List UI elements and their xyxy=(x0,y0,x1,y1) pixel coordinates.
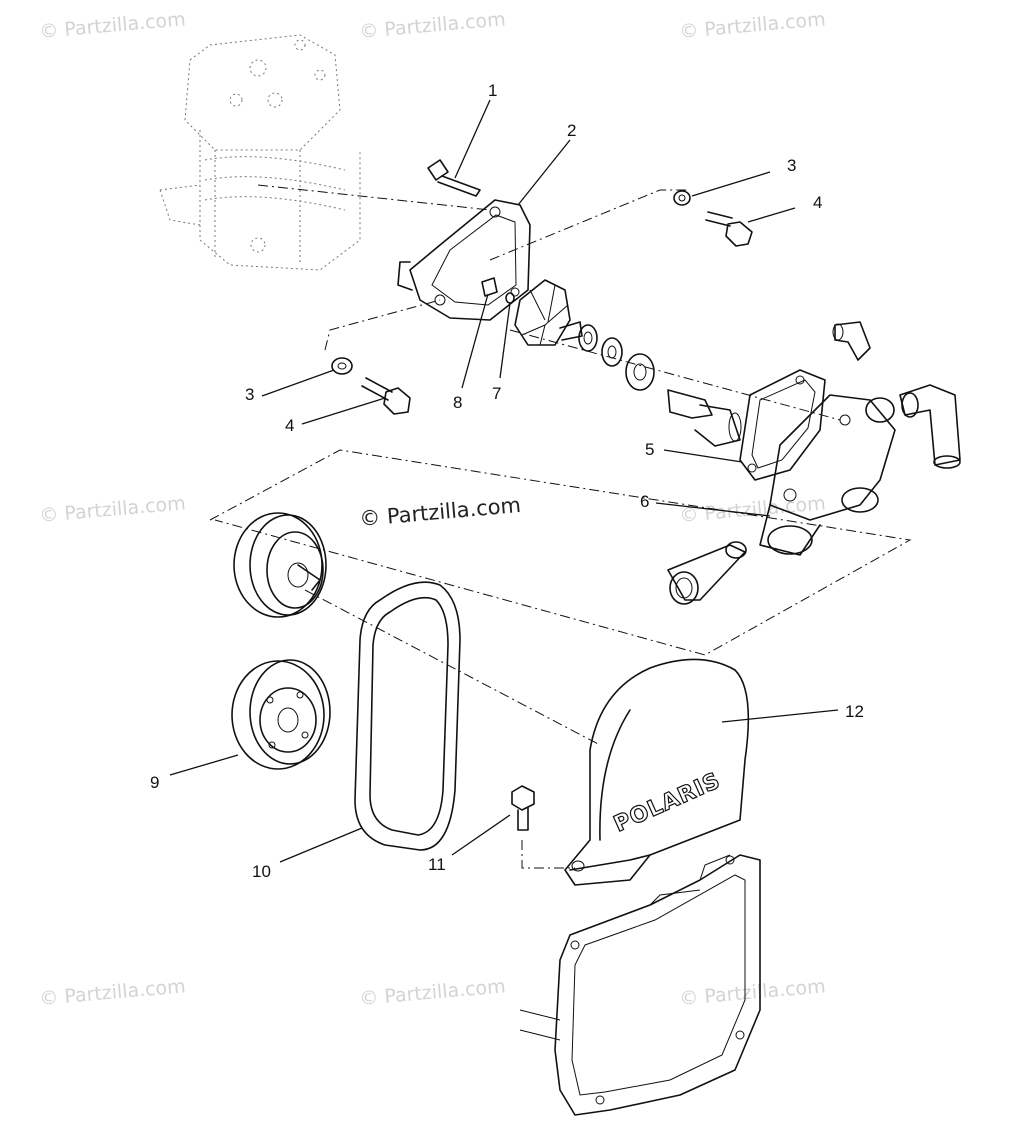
elbow-fitting xyxy=(899,384,961,469)
center-watermark: © Partzilla.com xyxy=(358,493,522,531)
pump-cover-part-6 xyxy=(759,394,896,556)
gasket-part-5 xyxy=(739,369,826,481)
bolt-part-11 xyxy=(511,785,535,831)
watermark: © Partzilla.com xyxy=(39,492,187,527)
callout-labels: 1 2 3 4 3 4 5 6 7 8 9 10 11 12 xyxy=(150,81,864,881)
leader-lines xyxy=(169,99,839,863)
callout-5: 5 xyxy=(645,440,654,459)
callout-3-right: 3 xyxy=(787,156,796,175)
washer-part-7 xyxy=(505,292,515,304)
assembly-lines xyxy=(209,184,912,869)
watermark: © Partzilla.com xyxy=(679,975,827,1010)
callout-3-left: 3 xyxy=(245,385,254,404)
coolant-hose xyxy=(667,541,747,605)
drive-pulley-part-9 xyxy=(231,659,331,770)
watermark: © Partzilla.com xyxy=(679,492,827,527)
engine-cylinder xyxy=(159,34,361,271)
callout-10: 10 xyxy=(252,862,271,881)
watermark: © Partzilla.com xyxy=(359,975,507,1010)
bolt-part-4-left xyxy=(361,377,411,415)
bolt-part-1 xyxy=(427,159,481,197)
upper-pulley xyxy=(233,512,327,618)
washer-part-3-right xyxy=(673,190,691,206)
washer-part-3-left xyxy=(331,357,353,375)
pump-housing-gasket-part-2 xyxy=(397,199,531,321)
pump-shaft xyxy=(667,389,742,447)
callout-7: 7 xyxy=(492,384,501,403)
callout-8: 8 xyxy=(453,393,462,412)
callout-11: 11 xyxy=(428,855,446,874)
drive-belt-part-10 xyxy=(354,581,461,851)
callout-1: 1 xyxy=(488,81,497,100)
belt-guard-part-12: POLARIS xyxy=(564,658,750,886)
impeller xyxy=(514,279,583,346)
callout-6: 6 xyxy=(640,492,649,511)
watermark: © Partzilla.com xyxy=(679,8,827,43)
chain-case xyxy=(519,854,761,1116)
stud-part-8 xyxy=(481,277,498,297)
callout-9: 9 xyxy=(150,773,159,792)
callout-12: 12 xyxy=(845,702,864,721)
callout-4-left: 4 xyxy=(285,416,294,435)
bolt-part-4-right xyxy=(705,211,753,247)
small-elbow-fitting xyxy=(832,321,871,361)
seals-bearings xyxy=(578,324,655,391)
polaris-logo: POLARIS xyxy=(610,768,724,837)
callout-4-right: 4 xyxy=(813,193,822,212)
watermark: © Partzilla.com xyxy=(359,8,507,43)
callout-2: 2 xyxy=(567,121,576,140)
watermark: © Partzilla.com xyxy=(39,975,187,1010)
watermark: © Partzilla.com xyxy=(39,8,187,43)
